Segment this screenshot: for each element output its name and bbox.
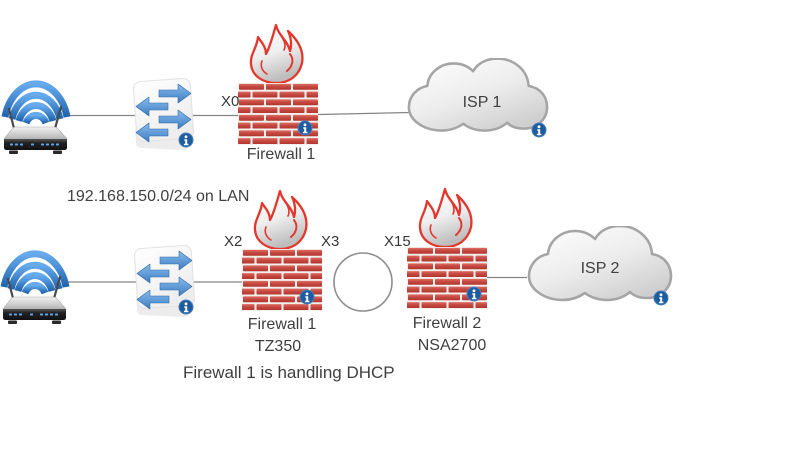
port-label-x3: X3 (321, 233, 340, 250)
info-icon-isp1[interactable] (531, 122, 547, 138)
firewall2-bottom-label: Firewall 2 (412, 315, 482, 332)
info-icon-firewall1-bottom[interactable] (299, 289, 315, 305)
info-icon-switch-bottom[interactable] (178, 299, 194, 315)
port-label-x0: X0 (221, 93, 240, 110)
firewall2-model-label: NSA2700 (417, 337, 487, 354)
firewall1-bottom-label: Firewall 1 (247, 316, 317, 333)
isp2-label: ISP 2 (580, 260, 620, 277)
ring-node-icon[interactable] (333, 252, 393, 312)
firewall-top-label: Firewall 1 (246, 146, 316, 163)
info-icon-firewall2-bottom[interactable] (466, 286, 482, 302)
dhcp-note: Firewall 1 is handling DHCP (183, 363, 395, 382)
isp1-label: ISP 1 (462, 94, 502, 111)
port-label-x15: X15 (384, 233, 411, 250)
connector-firewall1-isp1 (317, 111, 411, 116)
port-label-x2: X2 (224, 233, 243, 250)
info-icon-isp2[interactable] (653, 290, 669, 306)
firewall1-model-label: TZ350 (254, 338, 302, 355)
info-icon-firewall-top[interactable] (297, 120, 313, 136)
lan-subnet-note: 192.168.150.0/24 on LAN (67, 188, 250, 205)
info-icon-switch-top[interactable] (178, 132, 194, 148)
wireless-router-icon-top[interactable] (4, 84, 67, 154)
wireless-router-icon-bottom[interactable] (3, 254, 66, 324)
